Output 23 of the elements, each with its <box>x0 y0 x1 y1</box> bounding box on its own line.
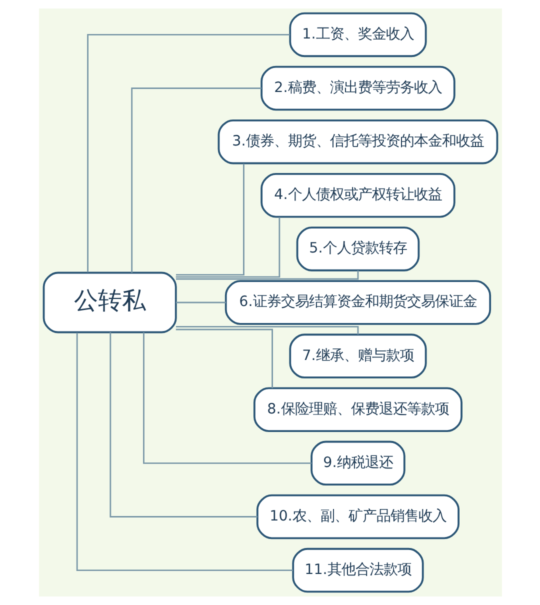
connector <box>175 217 280 278</box>
node-box: 1.工资、奖金收入 <box>288 12 426 58</box>
node-box: 5.个人贷款转存 <box>296 226 420 272</box>
connector <box>175 164 244 276</box>
connector <box>86 34 290 272</box>
node-box: 2.稿费、演出费等劳务收入 <box>260 66 455 111</box>
node-box: 4.个人债权或产权转让收益 <box>260 173 455 218</box>
connector <box>176 326 358 334</box>
connector <box>109 332 257 518</box>
node-box: 7.继承、赠与款项 <box>288 334 426 378</box>
connector <box>175 328 272 388</box>
node-box: 9.纳税退还 <box>310 440 405 486</box>
node-box: 公转私 <box>42 272 176 334</box>
connector <box>176 302 226 304</box>
connector <box>176 270 358 280</box>
connector <box>142 332 311 464</box>
connector <box>76 332 292 572</box>
node-box: 11.其他合法款项 <box>292 548 424 593</box>
node-box: 8.保险理赔、保费退还等款项 <box>252 387 462 432</box>
node-box: 6.证券交易结算资金和期货交易保证金 <box>224 280 491 325</box>
node-box: 3.债券、期货、信托等投资的本金和收益 <box>217 119 498 164</box>
connector <box>130 88 261 273</box>
node-box: 10.农、副、矿产品销售收入 <box>256 494 459 540</box>
